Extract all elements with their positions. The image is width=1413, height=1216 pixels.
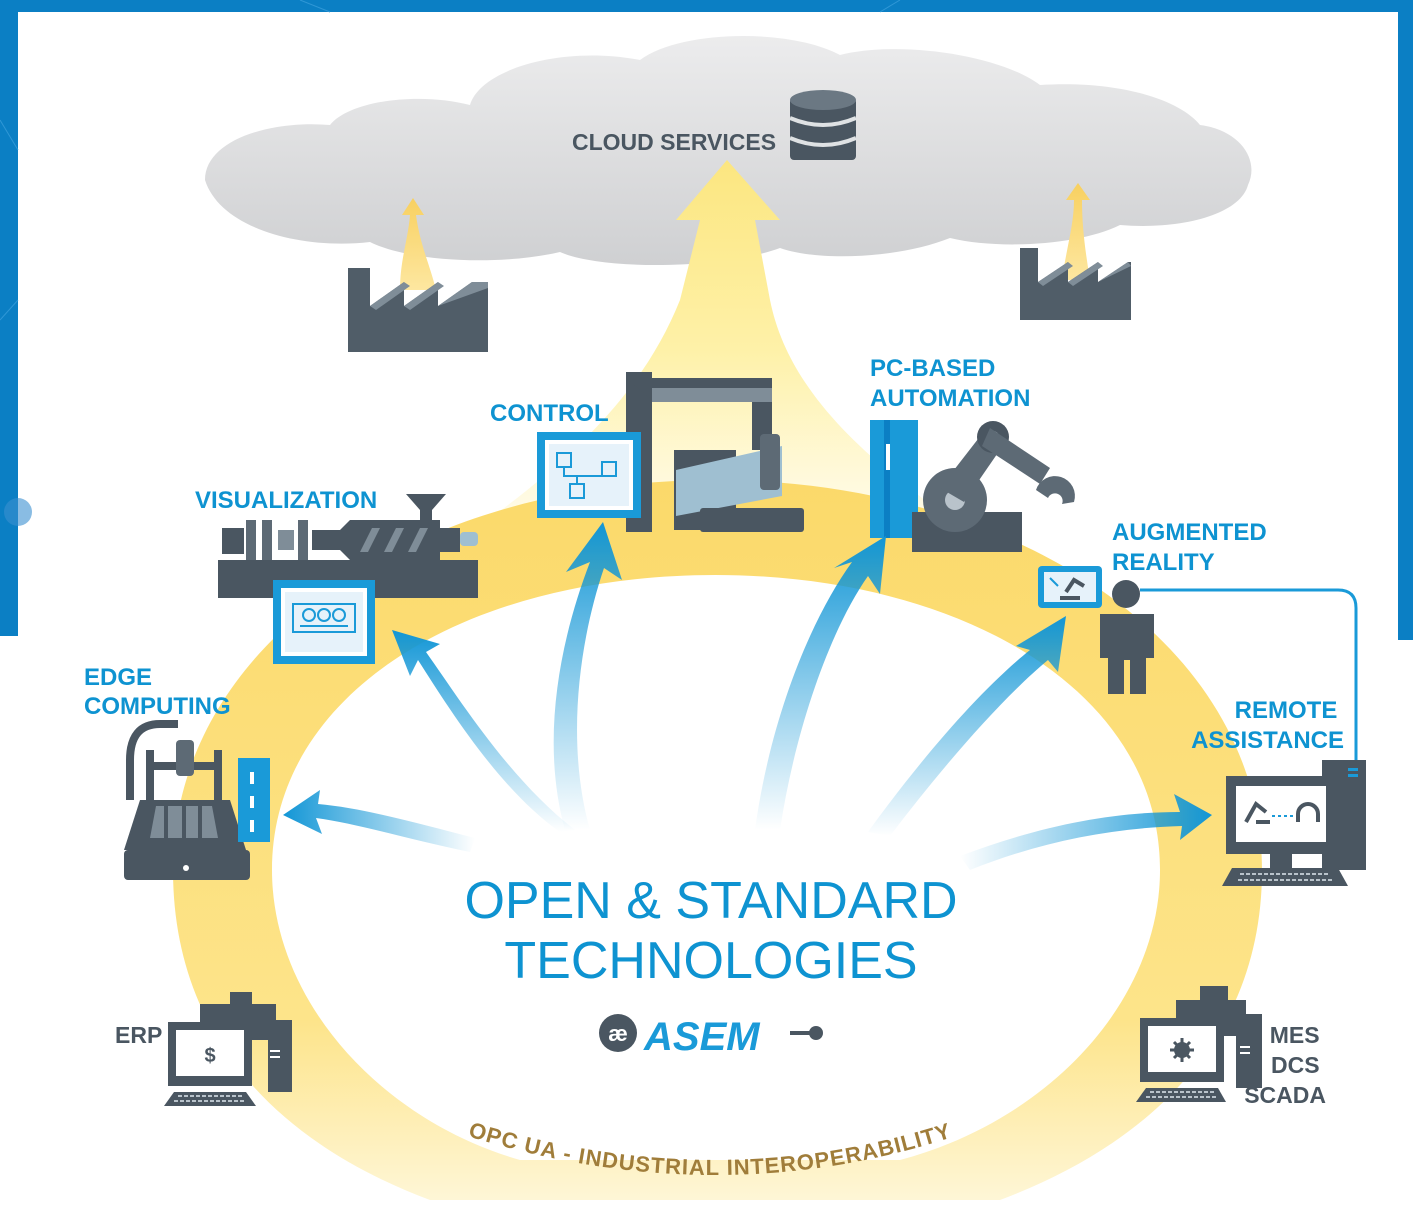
center-title-line1: OPEN & STANDARD (464, 872, 957, 930)
svg-text:æ: æ (608, 1021, 628, 1046)
factory-left-icon (348, 268, 488, 352)
arrow-to-edge (283, 790, 475, 852)
remote-link-line (1140, 588, 1358, 762)
factory-left-beam (400, 198, 436, 290)
arrow-to-visualization (392, 630, 575, 832)
arrows (283, 522, 1212, 870)
erp-label: ERP (115, 1022, 162, 1048)
control-panel-icon (537, 432, 641, 518)
mes-dcs-scada-label: MES DCS SCADA (1244, 1022, 1326, 1108)
center-title-line2: TECHNOLOGIES (504, 932, 917, 990)
industrial-pc-icon (870, 420, 918, 538)
robot-arm-icon (912, 421, 1075, 552)
arrow-to-remote (960, 794, 1212, 870)
mes-workstation-icon (1136, 986, 1262, 1102)
erp-workstation-icon: $ (164, 992, 292, 1106)
cloud-services-label: CLOUD SERVICES (572, 129, 776, 155)
injection-machine-icon (218, 494, 478, 598)
arrow-to-control (553, 522, 622, 830)
remote-workstation-icon (1222, 760, 1366, 886)
cloud-shape (205, 36, 1252, 266)
database-icon (789, 90, 857, 160)
ar-tablet-icon (1038, 566, 1102, 608)
augmented-reality-label: AUGMENTED REALITY (1112, 519, 1273, 576)
arrow-to-augmented (868, 616, 1066, 836)
edge-computing-label: EDGE COMPUTING (84, 664, 231, 720)
visualization-label: VISUALIZATION (195, 487, 377, 514)
dollar-icon: $ (204, 1045, 215, 1067)
visualization-panel-icon (273, 580, 375, 664)
factory-right-beam (1062, 183, 1090, 280)
factory-right-icon (1020, 248, 1131, 320)
remote-assistance-label: REMOTE ASSISTANCE (1191, 697, 1344, 754)
pc-based-automation-label: PC-BASED AUTOMATION (870, 355, 1030, 412)
person-icon (1100, 580, 1154, 694)
gear-icon (1170, 1038, 1194, 1062)
asem-logo: æ ASEM (599, 1014, 823, 1059)
control-label: CONTROL (490, 400, 609, 427)
arrow-to-pc-based (755, 536, 886, 830)
edge-device-icon (124, 720, 270, 880)
control-machine-icon (626, 372, 804, 532)
svg-text:ASEM: ASEM (643, 1015, 761, 1059)
